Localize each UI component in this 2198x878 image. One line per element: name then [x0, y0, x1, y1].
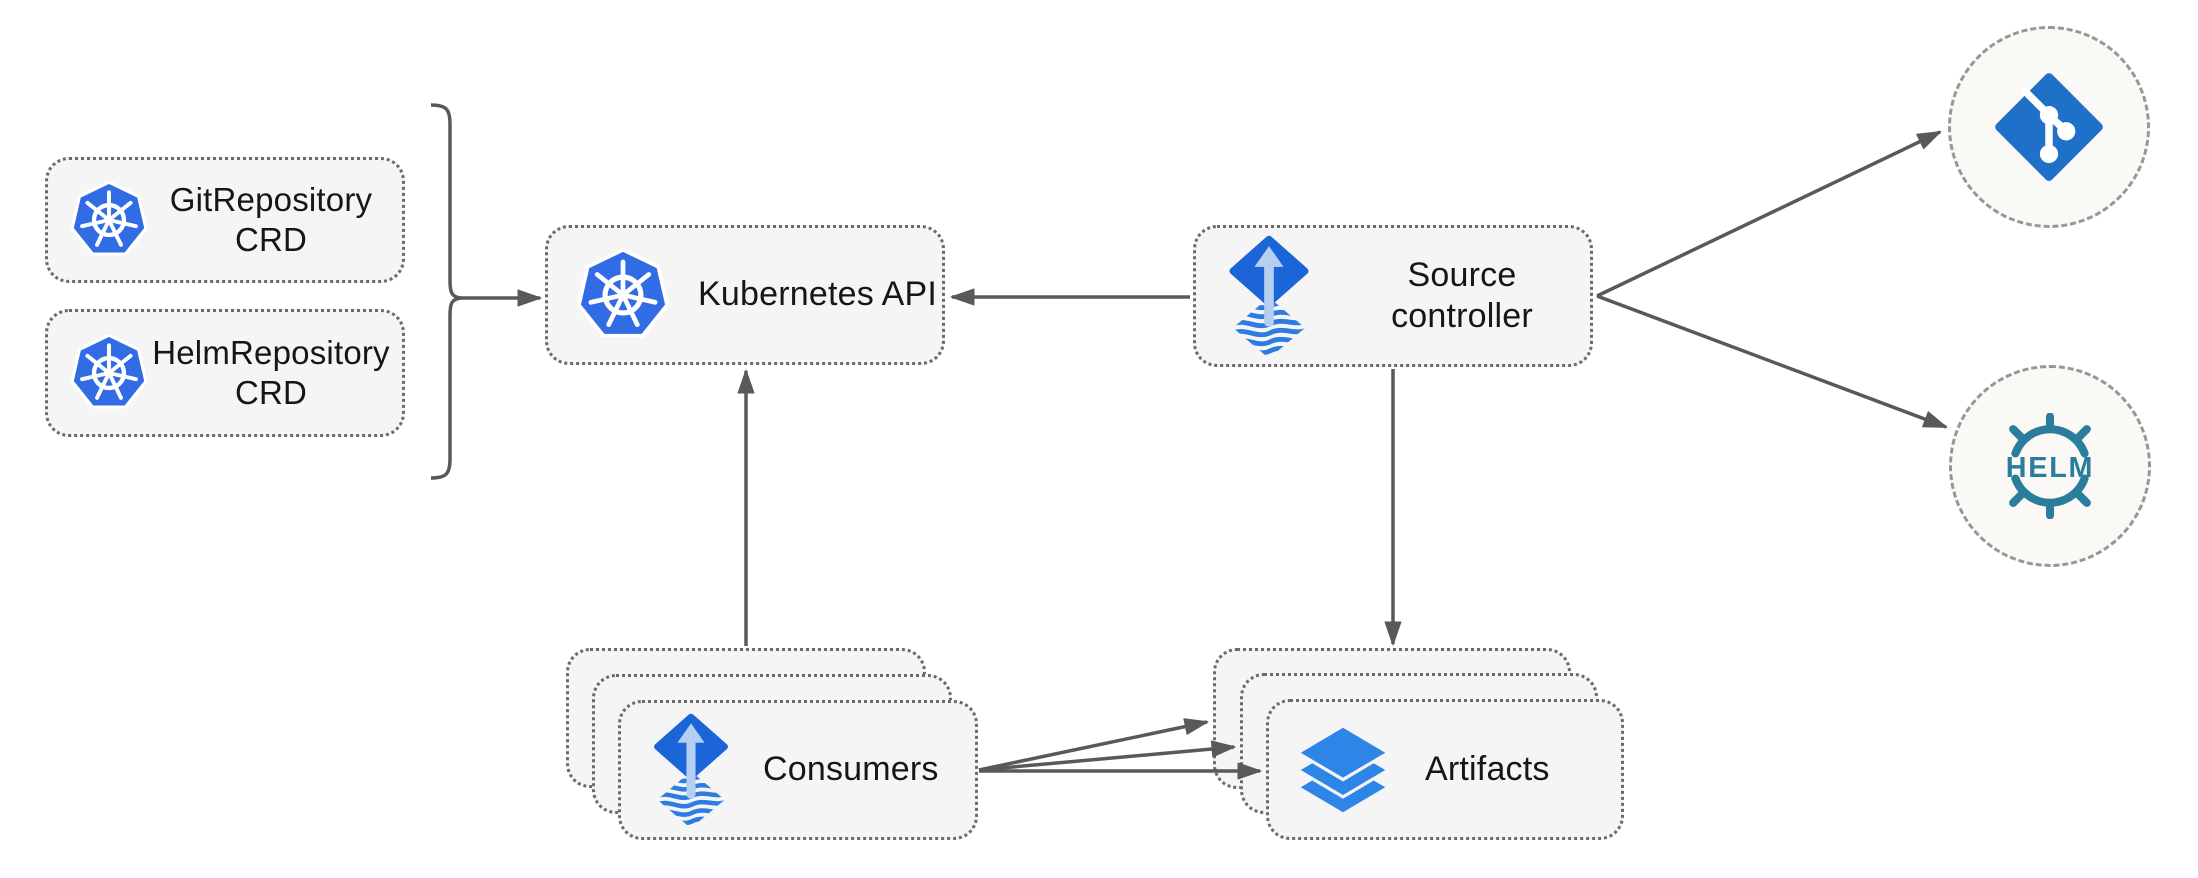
- edge-source-to-helm: [1596, 294, 1948, 429]
- edge-consumers-to-artifacts-1: [978, 718, 1209, 772]
- node-consumers: Consumers: [618, 700, 978, 840]
- git-icon: [1995, 73, 2103, 181]
- flux-source-icon: [654, 713, 728, 826]
- edge-consumers-to-artifacts-2: [978, 740, 1236, 772]
- node-label: Kubernetes API: [698, 275, 938, 314]
- node-label: HelmRepository CRD: [152, 333, 390, 411]
- kubernetes-icon: [70, 180, 148, 256]
- node-helm-repository: HELM: [1949, 365, 2151, 567]
- edge-source-to-git: [1596, 130, 1942, 298]
- node-label: Artifacts: [1425, 749, 1550, 788]
- crd-group-brace: [430, 103, 462, 480]
- layers-icon: [1300, 727, 1386, 812]
- node-kubernetes-api: Kubernetes API: [545, 225, 945, 365]
- kubernetes-icon: [577, 247, 669, 338]
- node-helmrepository-crd: HelmRepository CRD: [45, 309, 405, 437]
- node-source-controller: Source controller: [1193, 225, 1593, 367]
- node-gitrepository-crd: GitRepository CRD: [45, 157, 405, 283]
- helm-icon: HELM: [2006, 413, 2095, 519]
- flux-source-icon: [1229, 235, 1309, 356]
- node-label: GitRepository CRD: [169, 180, 373, 258]
- helm-logo-text: HELM: [2006, 452, 2095, 484]
- node-label: Source controller: [1391, 255, 1533, 335]
- node-git-repository: [1948, 26, 2150, 228]
- node-artifacts: Artifacts: [1266, 699, 1624, 840]
- kubernetes-icon: [70, 333, 148, 409]
- node-label: Consumers: [763, 750, 939, 789]
